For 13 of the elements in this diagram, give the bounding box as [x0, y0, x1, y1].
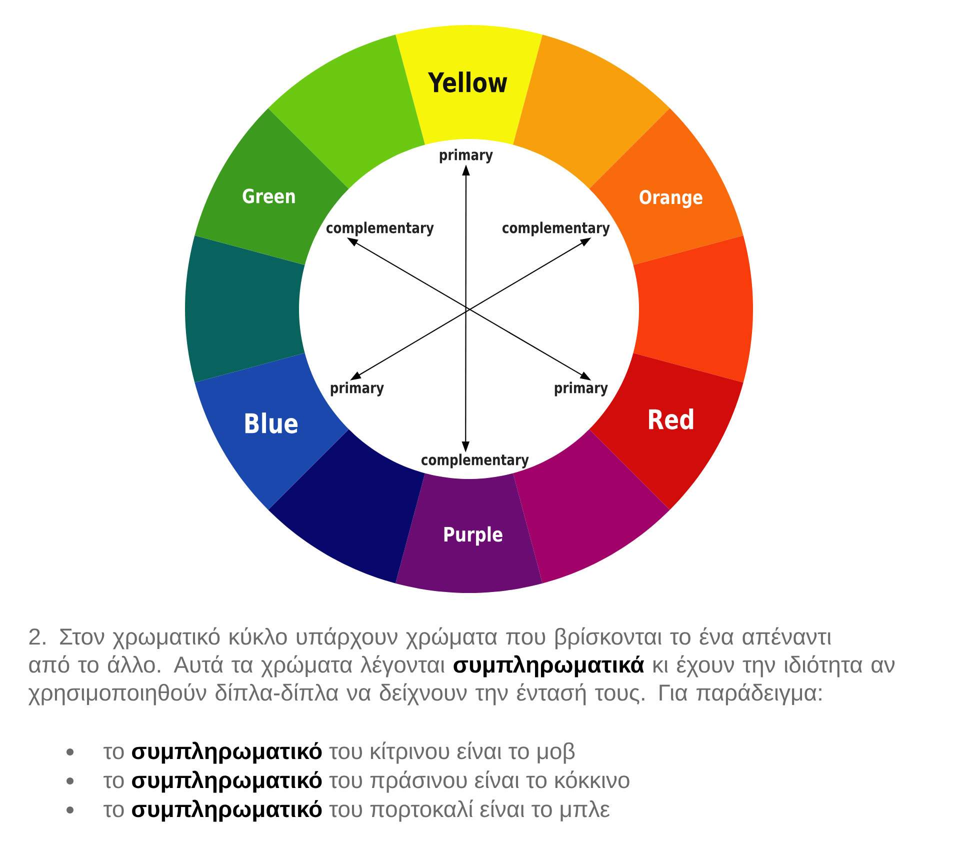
list-item: το συμπληρωματικό του πορτοκαλί είναι το μπλε [104, 800, 610, 822]
wheel-segment: Yellow [396, 25, 542, 145]
wheel-segment [268, 34, 425, 189]
arrow-label: primary [440, 148, 493, 164]
arrow-label: complementary [422, 454, 529, 468]
wheel-segment [513, 34, 670, 189]
paragraph: 2. Στον χρωματικό κύκλο υπάρχουν χρώματα που βρίσκονται το ένα απέναντι από το άλλο. Αυτά τα χρώματα λέγονται συμπληρωματικά κι έχουν την ιδιότητα αν χρησιμοποιηθούν δίπλα-δίπλα να δείχνουν την έντασή τους. Για παράδειγμα: [28, 627, 895, 706]
wheel-segment [185, 236, 305, 382]
wheel-segment [633, 236, 753, 382]
wheel-segment: Purple [396, 473, 542, 593]
list-item: το συμπληρωματικό του πράσινου είναι το κόκκινο [104, 770, 630, 793]
arrow-label: primary [554, 382, 608, 396]
list-item: το συμπληρωματικό του κίτρινου είναι το μοβ [104, 742, 575, 764]
